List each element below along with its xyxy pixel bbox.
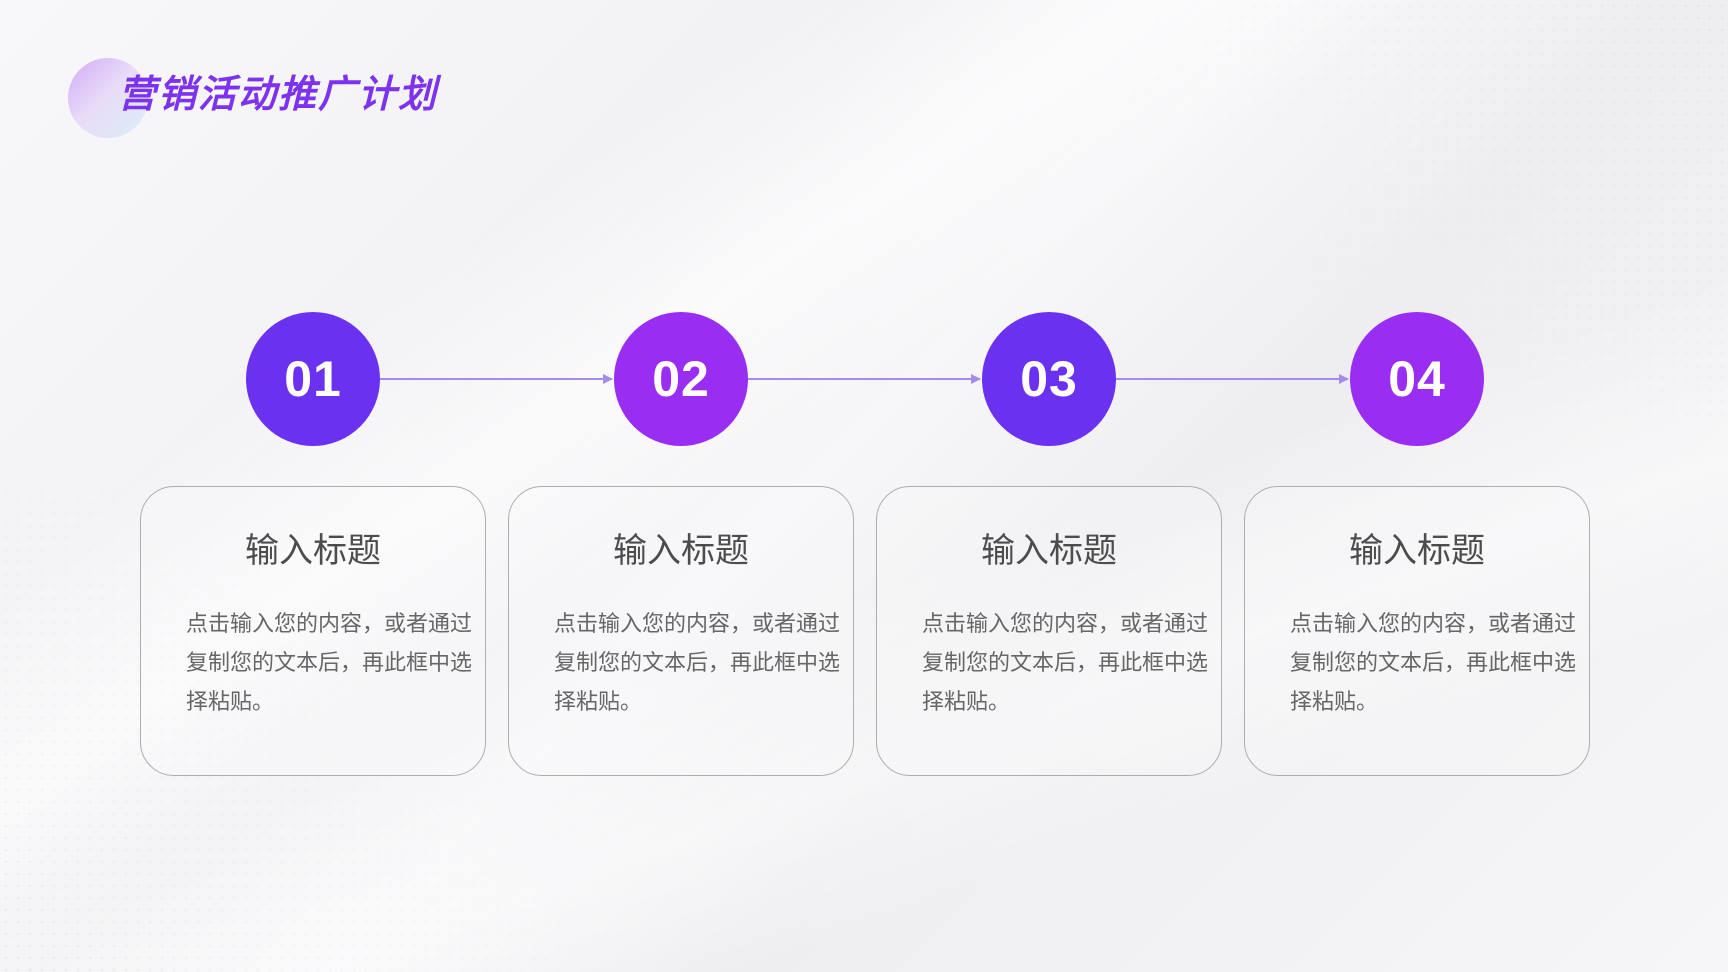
step-card-title: 输入标题 xyxy=(245,531,381,571)
step-card-3: 输入标题 点击输入您的内容，或者通过复制您的文本后，再此框中选择粘贴。 xyxy=(876,486,1222,776)
step-number-circle-1: 01 xyxy=(246,312,380,446)
step-card-text: 点击输入您的内容，或者通过复制您的文本后，再此框中选择粘贴。 xyxy=(186,612,473,715)
step-card-title: 输入标题 xyxy=(613,531,749,571)
step-card-title: 输入标题 xyxy=(1349,531,1485,571)
step-card-4: 输入标题 点击输入您的内容，或者通过复制您的文本后，再此框中选择粘贴。 xyxy=(1244,486,1590,776)
title-decorative-circle xyxy=(68,58,148,138)
step-card-2: 输入标题 点击输入您的内容，或者通过复制您的文本后，再此框中选择粘贴。 xyxy=(508,486,854,776)
title-area: 营销活动推广计划 xyxy=(68,58,528,142)
step-connector-arrow-3 xyxy=(1116,374,1349,384)
step-connector-arrow-1 xyxy=(380,374,613,384)
page-title: 营销活动推广计划 xyxy=(118,72,439,116)
step-card-text: 点击输入您的内容，或者通过复制您的文本后，再此框中选择粘贴。 xyxy=(922,612,1209,715)
step-card-title: 输入标题 xyxy=(981,531,1117,571)
step-number-circle-2: 02 xyxy=(614,312,748,446)
step-card-1: 输入标题 点击输入您的内容，或者通过复制您的文本后，再此框中选择粘贴。 xyxy=(140,486,486,776)
step-card-text: 点击输入您的内容，或者通过复制您的文本后，再此框中选择粘贴。 xyxy=(1290,612,1577,715)
step-connector-arrow-2 xyxy=(748,374,981,384)
step-card-text: 点击输入您的内容，或者通过复制您的文本后，再此框中选择粘贴。 xyxy=(554,612,841,715)
step-number-circle-4: 04 xyxy=(1350,312,1484,446)
step-number-circle-3: 03 xyxy=(982,312,1116,446)
